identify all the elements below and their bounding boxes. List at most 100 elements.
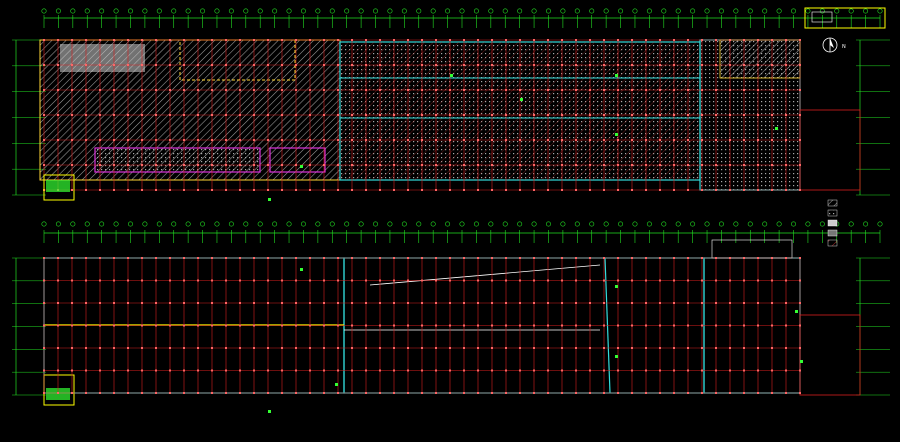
axis-bubble: [243, 221, 249, 227]
column-node: [197, 89, 199, 91]
column-node: [309, 39, 311, 41]
column-node: [211, 324, 213, 327]
column-node: [757, 139, 759, 141]
column-node: [71, 347, 73, 349]
column-node: [463, 89, 465, 91]
column-node: [799, 39, 801, 41]
column-node: [645, 64, 647, 66]
column-node: [533, 64, 535, 66]
column-node: [295, 139, 297, 141]
column-node: [365, 64, 367, 66]
column-node: [57, 279, 59, 282]
column-node: [155, 347, 157, 349]
column-node: [477, 89, 479, 91]
column-node: [267, 324, 269, 327]
column-node: [435, 89, 437, 91]
column-node: [771, 89, 773, 91]
column-node: [407, 257, 409, 259]
column-node: [225, 302, 227, 304]
column-node: [211, 164, 213, 166]
column-node: [281, 347, 283, 349]
column-node: [281, 392, 283, 394]
axis-bubble: [560, 8, 566, 14]
column-node: [659, 392, 661, 394]
column-node: [617, 369, 619, 372]
column-node: [309, 64, 311, 66]
column-node: [113, 189, 115, 191]
column-node: [323, 89, 325, 91]
column-node: [351, 392, 353, 394]
column-node: [211, 347, 213, 349]
column-node: [771, 189, 773, 191]
column-node: [141, 64, 143, 66]
column-node: [533, 324, 535, 327]
column-node: [505, 39, 507, 41]
axis-bubble: [329, 8, 335, 14]
column-node: [183, 39, 185, 41]
column-node: [617, 64, 619, 66]
column-node: [603, 89, 605, 91]
legend-swatch-1: [827, 199, 838, 207]
column-node: [757, 324, 759, 327]
column-node: [155, 392, 157, 394]
column-node: [253, 39, 255, 41]
column-node: [197, 139, 199, 141]
column-node: [603, 164, 605, 166]
column-node: [729, 139, 731, 141]
column-node: [225, 164, 227, 166]
axis-bubble: [373, 221, 379, 227]
column-node: [575, 189, 577, 191]
column-node: [631, 302, 633, 304]
column-node: [113, 279, 115, 282]
column-node: [295, 89, 297, 91]
column-node: [225, 324, 227, 327]
column-node: [617, 164, 619, 166]
column-node: [729, 369, 731, 372]
column-node: [645, 89, 647, 91]
column-node: [771, 347, 773, 349]
column-node: [505, 279, 507, 282]
column-node: [393, 164, 395, 166]
column-node: [239, 64, 241, 66]
column-node: [617, 189, 619, 191]
column-node: [575, 392, 577, 394]
column-node: [407, 324, 409, 327]
column-node: [351, 369, 353, 372]
column-node: [351, 64, 353, 66]
column-node: [785, 64, 787, 66]
column-node: [743, 279, 745, 282]
column-node: [505, 189, 507, 191]
column-node: [729, 114, 731, 116]
column-node: [561, 279, 563, 282]
column-node: [519, 39, 521, 41]
column-node: [85, 324, 87, 327]
column-node: [337, 89, 339, 91]
column-node: [743, 114, 745, 116]
axis-bubble: [41, 221, 47, 227]
column-node: [715, 139, 717, 141]
column-node: [43, 139, 45, 141]
column-node: [99, 257, 101, 259]
column-node: [631, 89, 633, 91]
column-node: [57, 89, 59, 91]
column-node: [449, 114, 451, 116]
column-node: [687, 114, 689, 116]
axis-bubble: [445, 221, 451, 227]
column-node: [519, 164, 521, 166]
column-node: [295, 347, 297, 349]
column-node: [211, 392, 213, 394]
axis-bubble: [690, 221, 696, 227]
column-node: [407, 189, 409, 191]
upper-stair-fill: [46, 180, 70, 192]
column-node: [309, 257, 311, 259]
column-node: [323, 302, 325, 304]
column-node: [757, 164, 759, 166]
column-node: [603, 39, 605, 41]
column-node: [575, 324, 577, 327]
column-node: [239, 114, 241, 116]
column-node: [561, 257, 563, 259]
legend-swatch-5: [827, 239, 838, 247]
column-node: [645, 369, 647, 372]
column-node: [197, 164, 199, 166]
